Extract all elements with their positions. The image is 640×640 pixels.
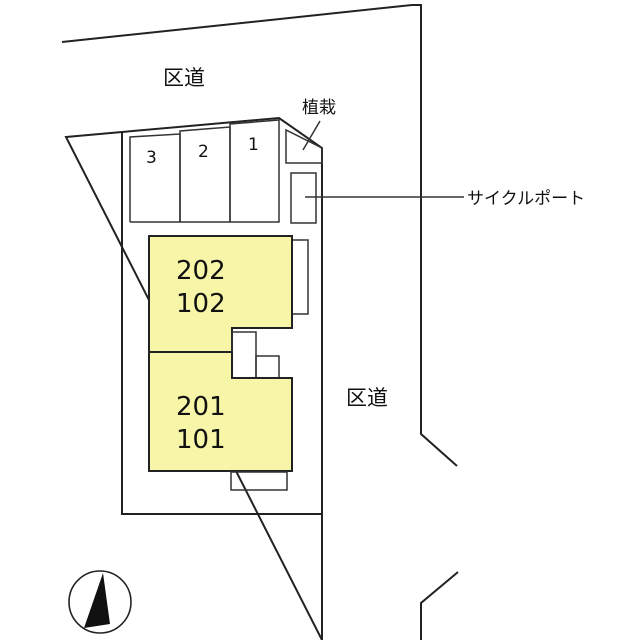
lower-balcony xyxy=(230,471,288,491)
parking-space-3-number: 3 xyxy=(146,148,157,168)
east-road-bottom-edge xyxy=(420,571,459,640)
planting-label: 植栽 xyxy=(302,98,336,118)
road-boundaries xyxy=(61,4,459,640)
room-201-label: 201 xyxy=(176,392,226,422)
unit-201-101 xyxy=(148,351,293,472)
parking-area xyxy=(129,119,280,223)
north-arrow-icon xyxy=(68,570,132,634)
property-outline xyxy=(64,116,323,640)
parking-space-1 xyxy=(180,119,280,223)
planting-leader xyxy=(302,120,321,151)
planting-area xyxy=(285,128,323,164)
entrance-block xyxy=(255,355,280,379)
east-road-label: 区道 xyxy=(346,386,388,410)
room-101-label: 101 xyxy=(176,425,226,455)
parking-space-2-number: 2 xyxy=(198,142,209,162)
cycle-port xyxy=(290,172,317,224)
room-102-label: 102 xyxy=(176,289,226,319)
parking-space-1-number: 1 xyxy=(248,135,259,155)
east-road-top-edge xyxy=(412,4,458,467)
room-202-label: 202 xyxy=(176,256,226,286)
upper-balcony xyxy=(291,239,309,315)
north-road-top-edge xyxy=(61,4,413,43)
north-road-label: 区道 xyxy=(163,66,205,90)
cycle-port-label: サイクルポート xyxy=(467,189,585,209)
stair-block xyxy=(231,331,257,379)
building xyxy=(148,235,309,491)
lot-boundary xyxy=(121,132,322,515)
